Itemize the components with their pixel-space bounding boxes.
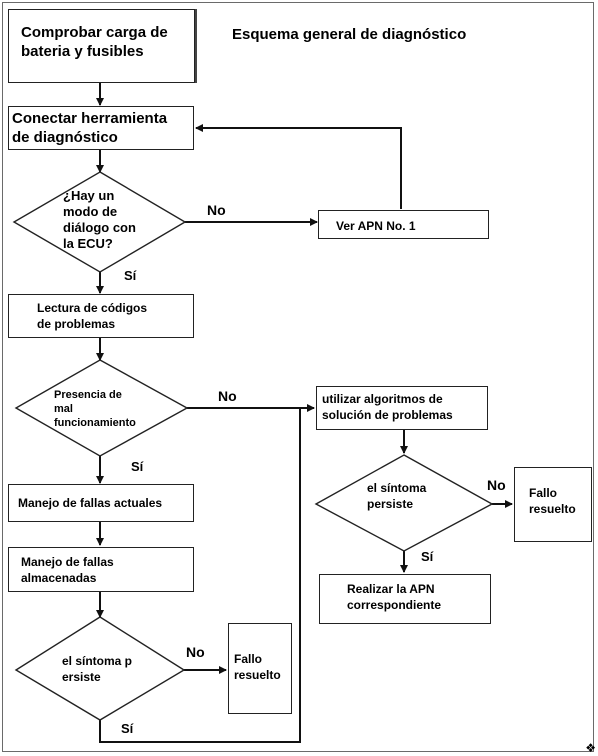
fault-solved-bottom-text: Fallo resuelto bbox=[234, 652, 281, 682]
no-label-ecu: No bbox=[207, 202, 226, 218]
diagram-title: Esquema general de diagnóstico bbox=[232, 26, 467, 43]
arrow-apn-loop-back bbox=[195, 124, 402, 209]
symptom-right-question: el síntoma persiste bbox=[367, 481, 427, 511]
check-battery-box: Comprobar carga de bateria y fusibles bbox=[8, 9, 195, 83]
see-apn-box: Ver APN No. 1 bbox=[318, 210, 489, 239]
ecu-dialog-question: ¿Hay un modo de diálogo con la ECU? bbox=[63, 188, 136, 251]
symptom-bottom-question: el síntoma p ersiste bbox=[62, 654, 133, 684]
use-algorithms-box: utilizar algoritmos de solución de probl… bbox=[316, 386, 488, 430]
use-algorithms-text: utilizar algoritmos de solución de probl… bbox=[322, 392, 453, 422]
no-label-symptom-bottom: No bbox=[186, 644, 205, 660]
arrow-symptom-yes-loop bbox=[99, 408, 301, 743]
read-codes-box: Lectura de códigos de problemas bbox=[8, 294, 194, 338]
corner-mark-icon: ❖ bbox=[585, 741, 596, 755]
current-faults-box: Manejo de fallas actuales bbox=[8, 484, 194, 522]
read-codes-text: Lectura de códigos de problemas bbox=[37, 301, 148, 331]
stored-faults-text: Manejo de fallas almacenadas bbox=[21, 555, 114, 585]
see-apn-text: Ver APN No. 1 bbox=[336, 219, 416, 233]
yes-label-ecu: Sí bbox=[124, 268, 137, 283]
connect-tool-box: Conectar herramienta de diagnóstico bbox=[8, 106, 194, 150]
apply-apn-box: Realizar la APN correspondiente bbox=[319, 574, 491, 624]
connect-tool-text: Conectar herramienta de diagnóstico bbox=[12, 110, 168, 146]
apply-apn-text: Realizar la APN correspondiente bbox=[347, 582, 442, 612]
yes-label-malfunction: Sí bbox=[131, 459, 144, 474]
no-label-malfunction: No bbox=[218, 388, 237, 404]
fault-solved-right-box: Fallo resuelto bbox=[514, 467, 592, 542]
current-faults-text: Manejo de fallas actuales bbox=[18, 496, 163, 510]
no-label-symptom-right: No bbox=[487, 477, 506, 493]
fault-solved-right-text: Fallo resuelto bbox=[529, 486, 576, 516]
fault-solved-bottom-box: Fallo resuelto bbox=[228, 623, 292, 714]
check-battery-text: Comprobar carga de bateria y fusibles bbox=[21, 24, 168, 60]
yes-label-symptom-bottom: Sí bbox=[121, 721, 134, 736]
stored-faults-box: Manejo de fallas almacenadas bbox=[8, 547, 194, 592]
malfunction-question: Presencia de mal funcionamiento bbox=[54, 389, 136, 429]
decision-malfunction-diamond bbox=[14, 359, 189, 457]
decision-ecu-dialog-diamond bbox=[12, 171, 187, 273]
decision-symptom-bottom-diamond bbox=[14, 616, 186, 721]
yes-label-symptom-right: Sí bbox=[421, 549, 434, 564]
decision-symptom-right-diamond bbox=[314, 454, 494, 552]
